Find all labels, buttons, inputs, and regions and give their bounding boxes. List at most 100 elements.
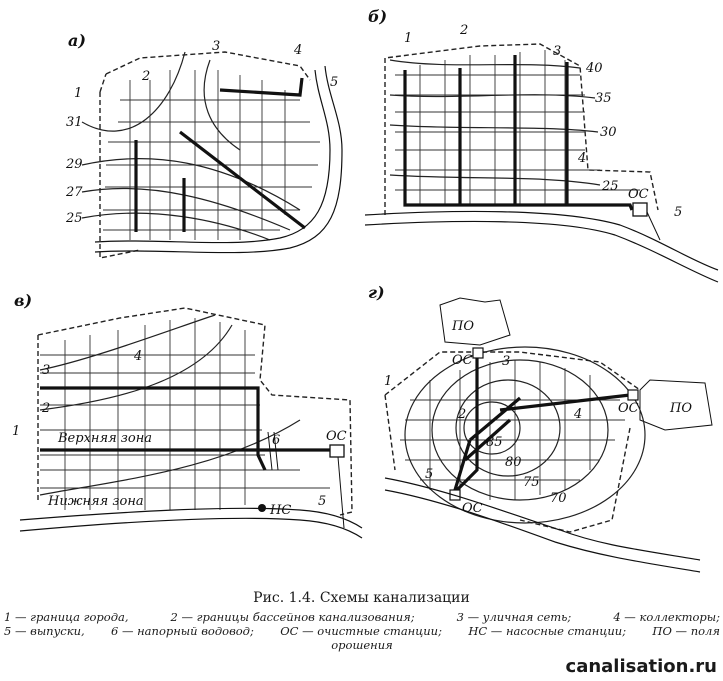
legend-row-2: 5 — выпуски, 6 — напорный водовод; ОС — … (4, 624, 720, 638)
panel-b: б) 1 2 3 4 5 40 35 30 25 ОС (364, 7, 719, 283)
panel-a-river-bank (94, 65, 343, 254)
panel-a-num-2: 2 (141, 69, 150, 84)
panel-a-num-3: 3 (212, 39, 220, 54)
panel-a-contour-25: 25 (65, 211, 83, 226)
panel-a-contours (81, 51, 301, 241)
panel-b-collectors (403, 55, 634, 211)
panel-b-letter: б) (368, 7, 387, 26)
panel-g-contour-70: 70 (550, 491, 567, 506)
panel-a-city-boundary (99, 51, 311, 259)
panel-v-collectors (40, 386, 330, 471)
panel-a: а) 1 2 3 4 5 31 29 27 25 (65, 31, 343, 259)
panel-b-city-boundary (384, 43, 659, 215)
panel-g-contour-75: 75 (523, 475, 540, 490)
panel-v-pump-label: НС (269, 503, 291, 518)
legend-item-5: 5 — выпуски, (4, 624, 85, 638)
panel-v-river (19, 507, 363, 529)
panel-g-collectors (453, 358, 631, 494)
panel-v-num-2: 2 (41, 401, 50, 416)
drawing-canvas: а) 1 2 3 4 5 31 29 27 25 б) (12, 7, 719, 573)
panel-v-lower-zone: Нижняя зона (47, 494, 144, 509)
legend-item-4: 4 — коллекторы; (613, 610, 720, 624)
panel-a-river (94, 69, 331, 244)
legend-item-7: ОС — очистные станции; (280, 624, 442, 638)
panel-b-contour-25: 25 (601, 179, 619, 194)
panel-v-num-5: 5 (318, 494, 326, 509)
panel-b-num-2: 2 (459, 23, 468, 38)
panel-g-letter: г) (368, 283, 385, 302)
legend-item-3: 3 — уличная сеть; (456, 610, 572, 624)
legend-item-1: 1 — граница города, (4, 610, 129, 624)
panel-b-contour-35: 35 (595, 91, 612, 106)
panel-g-contour-85: 85 (486, 435, 503, 450)
panel-g-river-bank (384, 489, 701, 573)
panel-g-num-2: 2 (457, 407, 466, 422)
panel-g-treatment-right (627, 389, 639, 401)
panel-v-treatment-label: ОС (326, 429, 347, 444)
panel-b-river-bank (364, 220, 719, 283)
panel-b-num-1: 1 (404, 31, 412, 46)
panel-v-outlet (337, 456, 345, 529)
figure-legend: 1 — граница города, 2 — границы бассейно… (4, 610, 720, 652)
panel-b-treatment-station (632, 202, 648, 217)
panel-g-fields-right-label: ПО (669, 401, 692, 416)
panel-a-street-network (103, 70, 320, 240)
panel-b-outlet (646, 211, 661, 241)
panel-g-num-3: 3 (502, 354, 510, 369)
panel-g-contour-80: 80 (505, 455, 522, 470)
panel-v-upper-zone: Верхняя зона (57, 431, 152, 446)
legend-item-10: орошения (331, 638, 393, 652)
legend-item-2: 2 — границы бассейнов канализования; (170, 610, 415, 624)
panel-g-city-boundary (384, 351, 641, 533)
panel-a-contour-27: 27 (65, 185, 83, 200)
panel-g-fields-right (639, 379, 713, 431)
legend-row-1: 1 — граница города, 2 — границы бассейно… (4, 610, 720, 624)
legend-item-8: НС — насосные станции; (468, 624, 627, 638)
panel-g: г) ПО ПО 1 2 3 4 5 85 80 75 70 ОС (368, 283, 713, 573)
panel-v-treatment-station (329, 444, 345, 458)
panel-v-street-network (40, 318, 330, 510)
panel-b-num-4: 4 (577, 151, 586, 166)
panel-g-num-4: 4 (573, 407, 582, 422)
panel-b-treatment-label: ОС (628, 187, 649, 202)
panel-b-num-3: 3 (553, 44, 561, 59)
panel-a-num-5: 5 (330, 75, 338, 90)
panel-g-fields-top (439, 297, 511, 346)
legend-item-6: 6 — напорный водовод; (110, 624, 254, 638)
panel-g-fields-top-label: ПО (451, 319, 474, 334)
panel-a-num-1: 1 (74, 86, 82, 101)
panel-v-num-1: 1 (12, 424, 20, 439)
panel-g-treatment-top (472, 347, 484, 359)
panel-a-contour-31: 31 (66, 115, 83, 130)
panel-b-contour-30: 30 (600, 125, 617, 140)
legend-item-9: ПО — поля (652, 624, 720, 638)
panel-g-street-network (400, 360, 625, 500)
panel-b-num-5: 5 (674, 205, 682, 220)
panel-b-contours (389, 59, 601, 186)
panel-v-letter: в) (14, 291, 32, 310)
panel-v-river-bank (19, 517, 363, 539)
panel-a-collectors (134, 77, 306, 232)
figure-caption: Рис. 1.4. Схемы канализации (253, 590, 470, 606)
panel-b-contour-40: 40 (585, 61, 603, 76)
panel-g-contours (404, 346, 646, 524)
legend-row-3: орошения (4, 638, 720, 652)
panel-v-num-3: 3 (42, 363, 50, 378)
panel-a-contour-29: 29 (65, 157, 83, 172)
panel-v-num-4: 4 (133, 349, 142, 364)
site-watermark: canalisation.ru (565, 656, 717, 677)
panel-b-street-network (395, 50, 640, 205)
panel-v-num-6: 6 (272, 433, 280, 448)
panel-g-treatment-bottom-label: ОС (462, 501, 483, 516)
panel-v-pressure-main (267, 431, 279, 471)
panel-v-city-boundary (37, 307, 353, 516)
panel-a-num-4: 4 (293, 43, 302, 58)
panel-g-treatment-top-label: ОС (452, 353, 473, 368)
panel-g-river (384, 477, 701, 561)
panel-g-num-5: 5 (425, 467, 433, 482)
panel-g-num-1: 1 (384, 374, 392, 389)
panel-g-treatment-right-label: ОС (618, 401, 639, 416)
panel-v: в) 1 2 3 4 5 6 Верхняя зона Нижняя зона … (12, 291, 363, 539)
panel-a-letter: а) (68, 31, 86, 50)
panel-b-river (364, 210, 719, 271)
